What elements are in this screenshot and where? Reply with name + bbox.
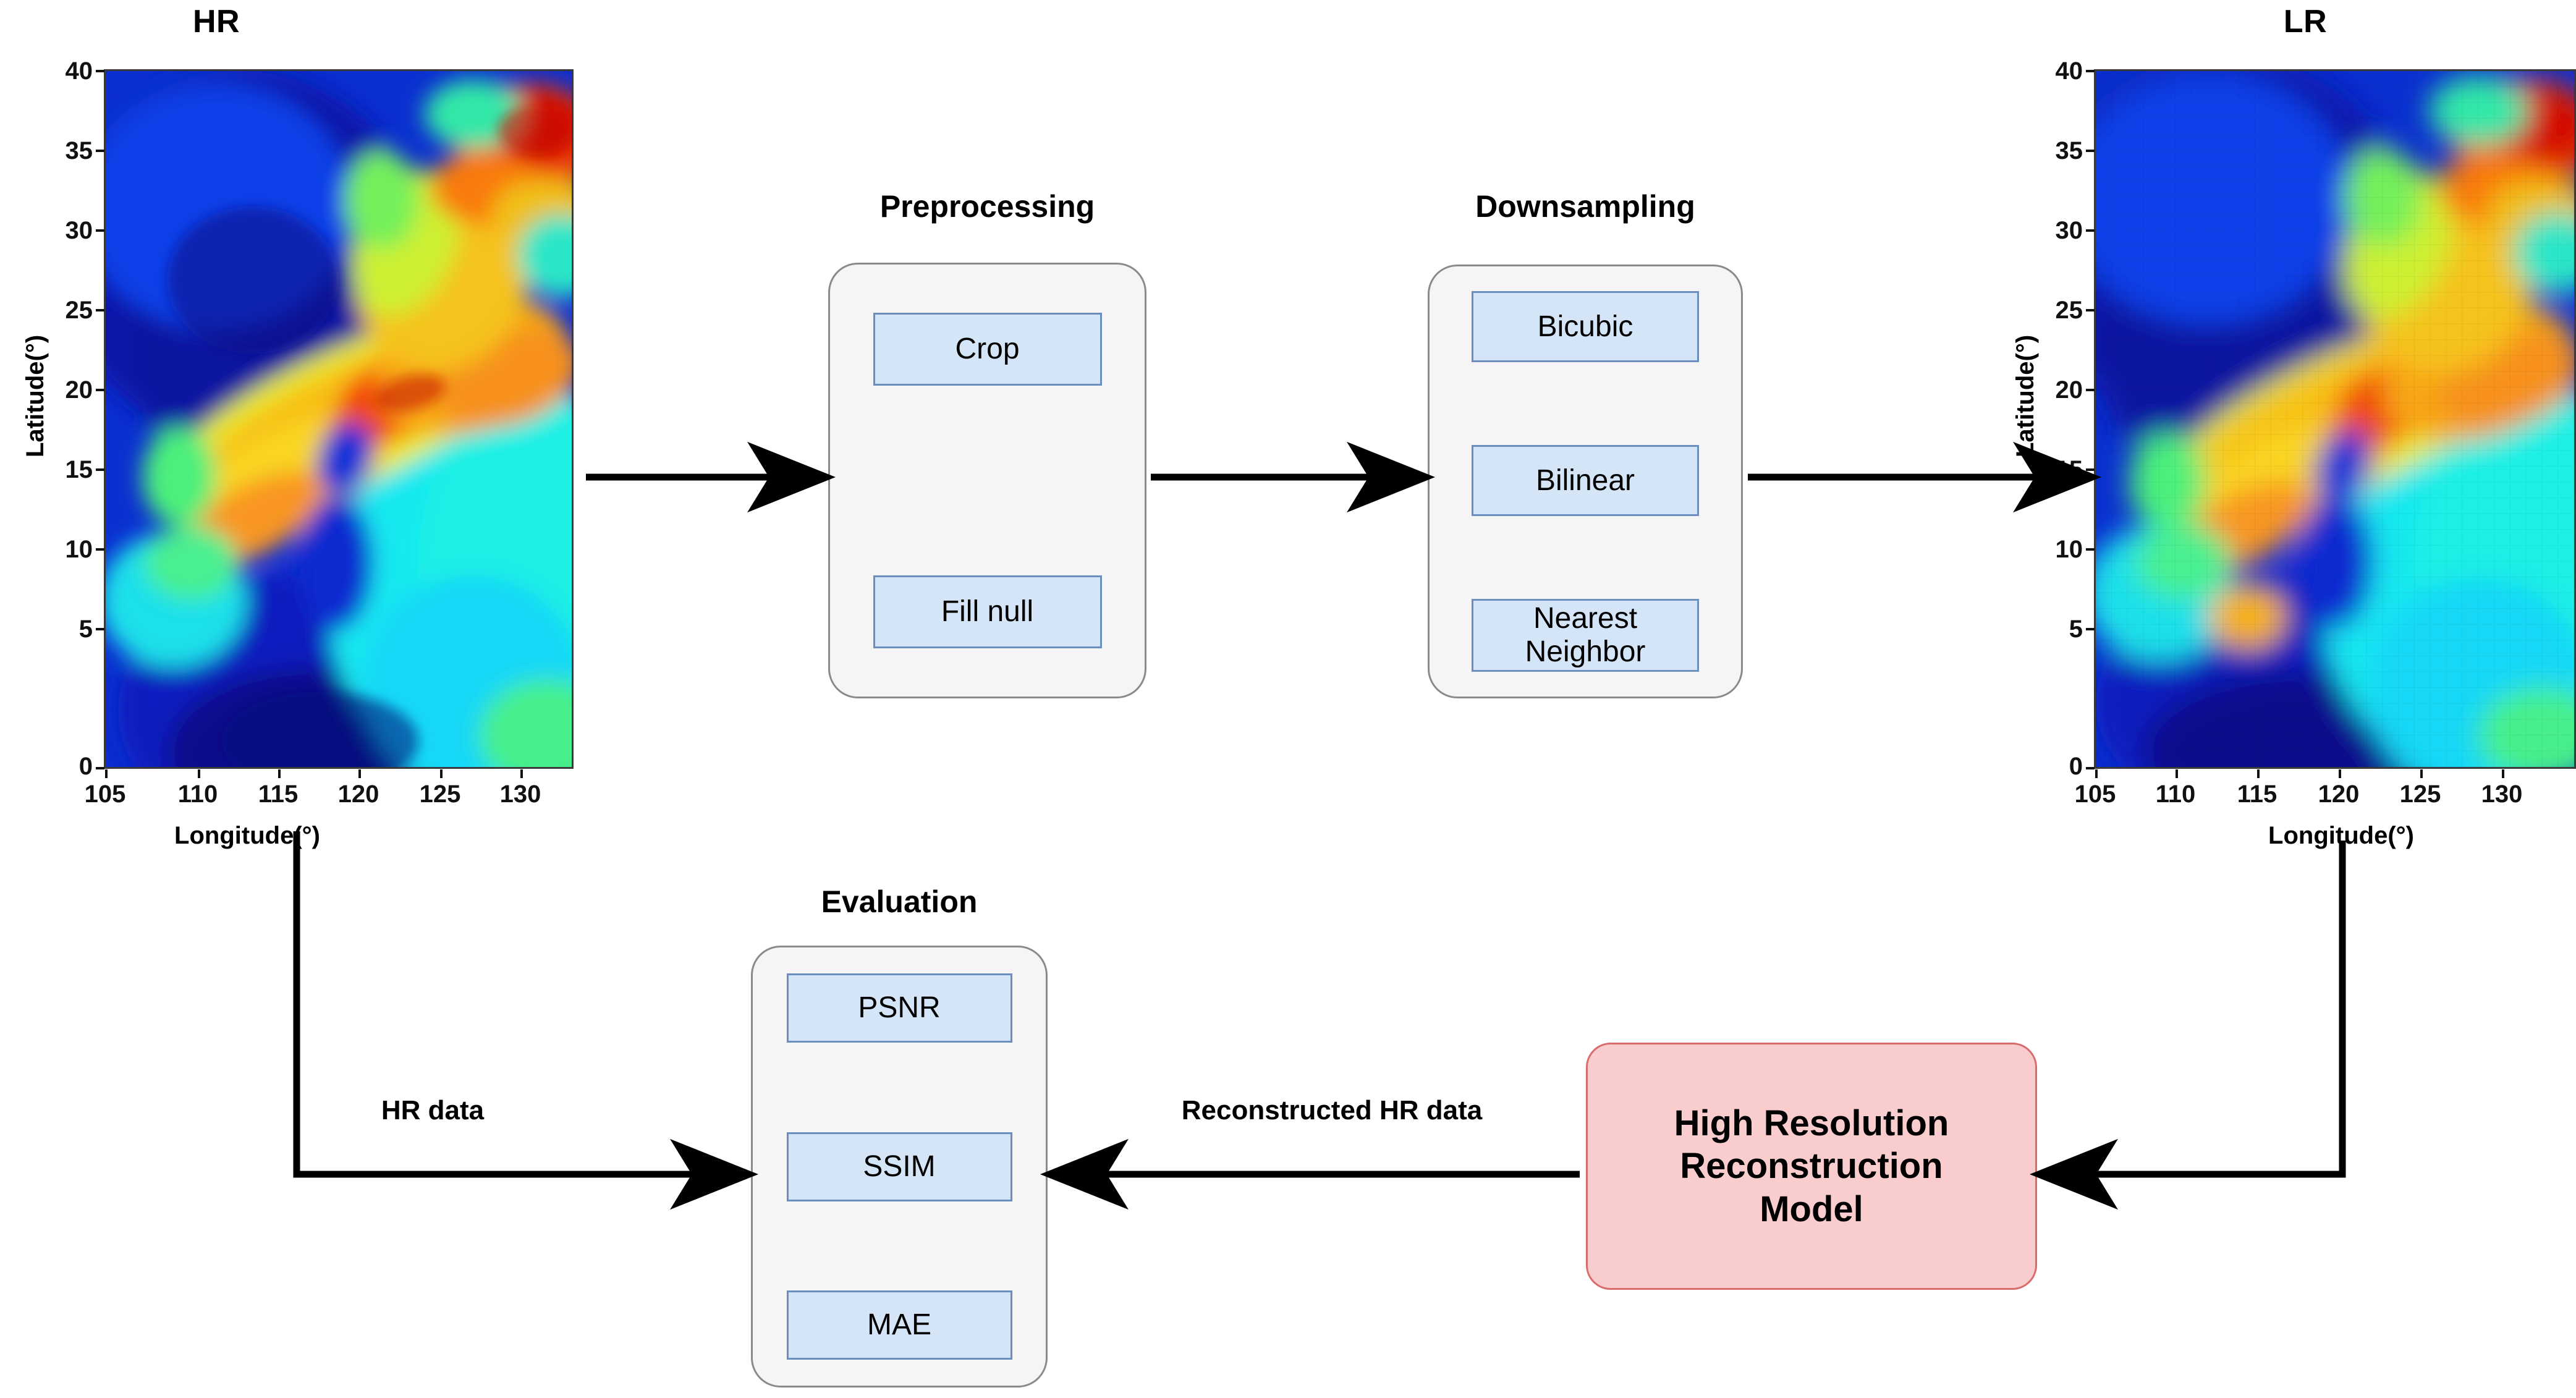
lr-panel: LR: [1978, 0, 2576, 865]
hr-xtick-110: 110: [177, 781, 218, 808]
hr-xtick-115: 115: [258, 781, 299, 808]
hr-xtick-120: 120: [337, 781, 379, 808]
hr-ytick-35: 35: [65, 137, 93, 164]
hr-xtickmark: [520, 769, 523, 778]
edge-label-hr-data: HR data: [381, 1095, 485, 1125]
lr-ytick-20: 20: [2055, 376, 2083, 404]
lr-ytick-0: 0: [2069, 753, 2083, 780]
hr-ytickmark: [96, 389, 104, 391]
hr-ytick-40: 40: [65, 57, 93, 85]
hr-xtick-130: 130: [499, 781, 541, 808]
reconstruction-model-label: High Resolution Reconstruction Model: [1674, 1103, 1949, 1229]
lr-xtickmark: [2420, 769, 2423, 778]
evaluation-item-ssim-label: SSIM: [863, 1150, 936, 1183]
hr-title: HR: [192, 4, 240, 40]
downsampling-title: Downsampling: [1475, 189, 1695, 224]
lr-ytick-35: 35: [2055, 137, 2083, 164]
lr-xtickmark: [2502, 769, 2504, 778]
lr-ytick-5: 5: [2069, 616, 2083, 643]
lr-title: LR: [2283, 4, 2328, 40]
lr-xaxis-label: Longitude(°): [2268, 822, 2414, 849]
lr-ytick-30: 30: [2055, 217, 2083, 244]
hr-ytick-0: 0: [78, 753, 93, 780]
hr-ytickmark: [96, 548, 104, 551]
hr-ytickmark: [96, 628, 104, 630]
lr-xtick-125: 125: [2399, 781, 2441, 808]
preprocessing-box[interactable]: Crop Fill null: [828, 263, 1146, 698]
preprocessing-item-crop-label: Crop: [955, 333, 1020, 366]
hr-ytickmark: [96, 767, 104, 769]
hr-xtick-125: 125: [419, 781, 461, 808]
lr-ytick-15: 15: [2055, 456, 2083, 483]
lr-xtick-115: 115: [2237, 781, 2277, 808]
lr-ytickmark: [2086, 628, 2095, 630]
hr-ytickmark: [96, 309, 104, 311]
lr-xtick-130: 130: [2481, 781, 2523, 808]
hr-xtickmark: [440, 769, 443, 778]
hr-xaxis-label: Longitude(°): [174, 822, 320, 849]
edge-label-reconstructed-hr-data: Reconstructed HR data: [1181, 1095, 1483, 1125]
downsampling-item-nearest-neighbor-label: Nearest Neighbor: [1525, 602, 1646, 668]
lr-xtickmark: [2257, 769, 2260, 778]
lr-ytickmark: [2086, 548, 2095, 551]
hr-ytick-10: 10: [65, 536, 93, 563]
lr-ytick-40: 40: [2055, 57, 2083, 85]
hr-xtickmark: [278, 769, 281, 778]
evaluation-item-psnr[interactable]: PSNR: [786, 973, 1012, 1043]
hr-yaxis-label: Latitude(°): [22, 334, 49, 457]
evaluation-title: Evaluation: [821, 884, 978, 919]
evaluation-item-mae-label: MAE: [866, 1308, 931, 1342]
downsampling-item-bicubic-label: Bicubic: [1537, 310, 1633, 343]
hr-heatmap: [104, 69, 574, 769]
lr-ytick-25: 25: [2055, 297, 2083, 324]
evaluation-box[interactable]: PSNR SSIM MAE: [751, 946, 1048, 1387]
hr-ytickmark: [96, 468, 104, 471]
lr-yaxis-label: Latitude(°): [2012, 334, 2039, 457]
lr-xtickmark: [2095, 769, 2098, 778]
hr-panel: HR: [0, 0, 618, 865]
lr-ytickmark: [2086, 767, 2095, 769]
connector-lr-to-model: [2030, 841, 2346, 1210]
downsampling-item-nearest-neighbor[interactable]: Nearest Neighbor: [1472, 599, 1699, 672]
hr-ytickmark: [96, 70, 104, 72]
lr-ytickmark: [2086, 309, 2095, 311]
lr-xtickmark: [2339, 769, 2341, 778]
lr-ytickmark: [2086, 389, 2095, 391]
hr-ytick-20: 20: [65, 376, 93, 404]
lr-xtick-110: 110: [2155, 781, 2196, 808]
downsampling-box[interactable]: Bicubic Bilinear Nearest Neighbor: [1428, 265, 1743, 698]
hr-ytickmark: [96, 229, 104, 232]
downsampling-item-bicubic[interactable]: Bicubic: [1472, 291, 1699, 362]
hr-xtickmark: [105, 769, 108, 778]
hr-xtickmark: [198, 769, 200, 778]
downsampling-item-bilinear[interactable]: Bilinear: [1472, 445, 1699, 516]
lr-ytickmark: [2086, 229, 2095, 232]
evaluation-item-mae[interactable]: MAE: [786, 1290, 1012, 1360]
evaluation-item-ssim[interactable]: SSIM: [786, 1132, 1012, 1201]
hr-ytickmark: [96, 150, 104, 152]
preprocessing-item-fill-null-label: Fill null: [941, 595, 1034, 629]
lr-xtick-105: 105: [2074, 781, 2116, 808]
hr-ytick-25: 25: [65, 297, 93, 324]
lr-ytickmark: [2086, 70, 2095, 72]
lr-heatmap: [2094, 69, 2576, 769]
lr-xtickmark: [2176, 769, 2178, 778]
preprocessing-item-crop[interactable]: Crop: [873, 313, 1102, 386]
hr-ytick-30: 30: [65, 217, 93, 244]
lr-ytick-10: 10: [2055, 536, 2083, 563]
reconstruction-model-box[interactable]: High Resolution Reconstruction Model: [1586, 1043, 2037, 1290]
hr-ytick-15: 15: [65, 456, 93, 483]
preprocessing-item-fill-null[interactable]: Fill null: [873, 575, 1102, 648]
hr-xtick-105: 105: [84, 781, 126, 808]
lr-xtick-120: 120: [2318, 781, 2360, 808]
lr-ytickmark: [2086, 150, 2095, 152]
lr-ytickmark: [2086, 468, 2095, 471]
preprocessing-title: Preprocessing: [879, 189, 1095, 224]
evaluation-item-psnr-label: PSNR: [858, 991, 941, 1025]
hr-ytick-5: 5: [78, 616, 93, 643]
hr-xtickmark: [358, 769, 361, 778]
connector-hr-to-evaluation: [293, 831, 758, 1210]
downsampling-item-bilinear-label: Bilinear: [1535, 464, 1635, 497]
